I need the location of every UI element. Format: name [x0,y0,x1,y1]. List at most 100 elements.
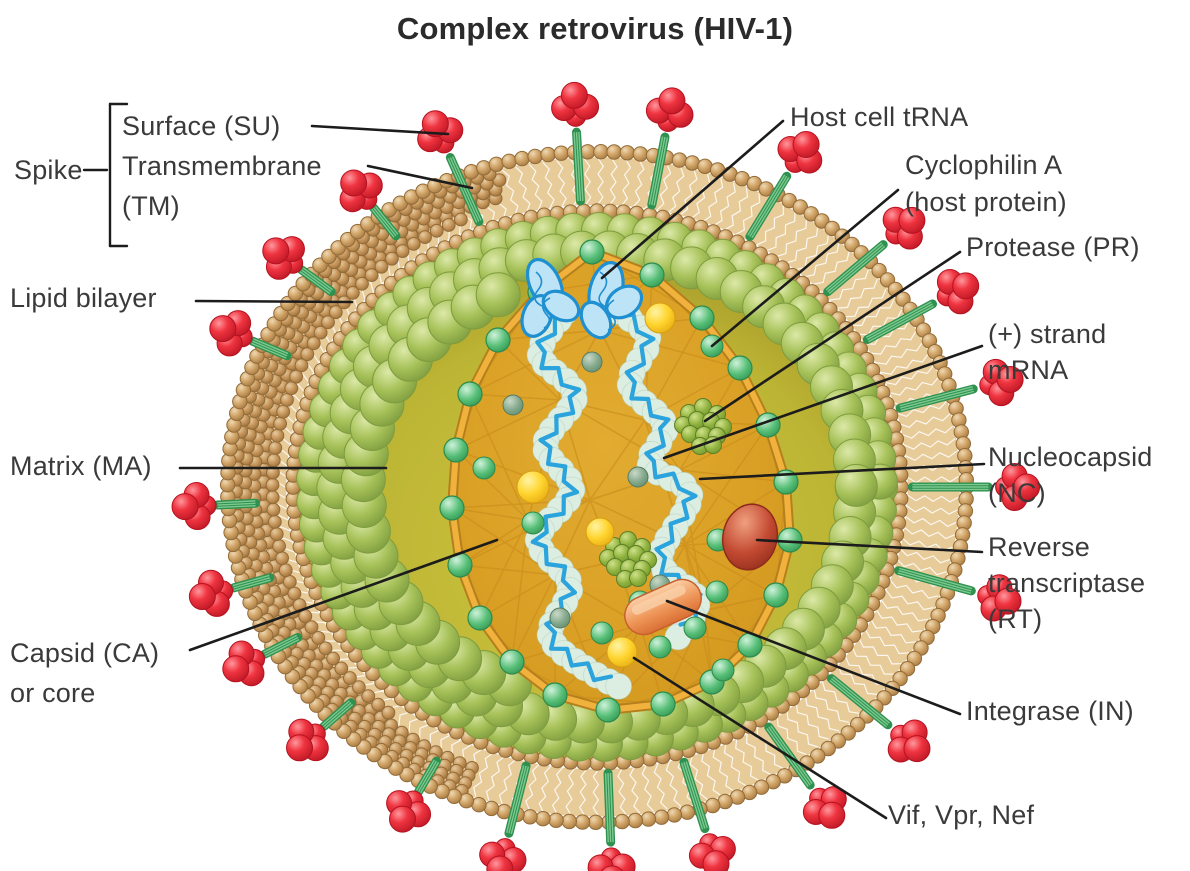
spike [286,698,356,762]
leader-line [703,250,962,423]
spike-knob [188,569,234,617]
spike [171,482,260,531]
label-transcriptase: transcriptase [988,568,1146,598]
spike-knob [688,833,736,871]
small-protein-sphere [590,621,614,645]
spike-knob [887,719,931,763]
spike-knob [479,838,527,871]
small-protein-sphere [705,580,729,604]
spike [339,169,401,241]
small-protein-sphere-gray [549,607,571,629]
spike-knob [339,169,383,213]
membrane-outer-bead-sheet [229,167,507,798]
label-capsid-core: or core [10,678,96,708]
small-protein-sphere [521,511,545,535]
spike [386,756,441,833]
leader-line [698,462,986,481]
spike-knob [936,268,980,315]
accessory-protein-sphere [516,470,550,504]
spike-knob [977,574,1022,622]
small-protein-sphere [683,616,707,640]
label-reverse: Reverse [988,532,1090,562]
leader-line [194,299,354,304]
label-transmembrane: Transmembrane [122,151,322,181]
small-protein-sphere [711,658,735,682]
capsid-contents [472,257,779,700]
spike [745,131,823,242]
spike-knob [286,718,329,762]
spike-knob [882,206,926,250]
leader-line [366,164,474,190]
label-cyclophilin-a: Cyclophilin A [905,150,1063,180]
spike-knob [222,640,266,687]
spike-knob [995,463,1041,511]
spike [645,87,694,210]
label-mrna: mRNA [988,355,1069,385]
small-protein-sphere-gray [581,351,603,373]
spike [895,358,1024,413]
reverse-transcriptase-blob [721,503,779,571]
spike-knob [979,358,1024,407]
label-integrase-in: Integrase (IN) [966,696,1134,726]
leader-line [755,538,984,554]
leader-line [662,344,984,460]
accessory-protein-sphere [606,636,638,668]
protease-cluster-2 [599,531,657,588]
label-surface-su: Surface (SU) [122,111,281,141]
spike [188,569,275,617]
spike [823,206,926,297]
spike-bracket [82,102,129,248]
label-vif-vpr-nef: Vif, Vpr, Nef [888,800,1035,830]
envelope-spikes [171,81,1041,871]
spike-knob [386,790,432,833]
integrase-capsule [624,578,702,636]
label-matrix-ma: Matrix (MA) [10,451,152,481]
label-lipid-bilayer: Lipid bilayer [10,283,157,313]
label-host-trna: Host cell tRNA [790,102,969,132]
spike-knob [262,236,305,280]
leader-line [710,188,900,348]
spike [551,81,600,206]
spike [826,674,931,763]
accessory-protein-sphere [585,517,615,547]
protease-cluster-1 [674,398,732,455]
spike [907,463,1041,511]
label-tm-abbrev: (TM) [122,191,180,221]
label-host-protein: (host protein) [905,187,1067,217]
leader-line [310,124,450,136]
membrane-outer-beads [219,144,975,830]
spike-knob [551,81,600,127]
spike-knob [171,482,217,531]
spike-knob [777,131,823,174]
spike-knob [645,87,694,132]
leader-line [632,656,888,820]
label-nucleocapsid: Nucleocapsid [988,442,1153,472]
spike [479,761,531,871]
spike [209,310,292,361]
spike-knob [587,847,636,871]
label-protease-pr: Protease (PR) [966,232,1140,262]
label-rt-abbrev: (RT) [988,604,1043,634]
spike [262,236,336,297]
spike-knob [209,310,253,357]
spike [862,268,980,345]
leader-lines [82,102,986,820]
small-protein-sphere-gray [502,394,524,416]
spike [587,768,636,871]
label-nc-abbrev: (NC) [988,478,1046,508]
host-trna-2 [579,261,644,340]
small-protein-sphere [648,635,672,659]
accessory-protein-sphere [644,302,676,334]
small-protein-sphere-gray [627,466,649,488]
leader-line [600,119,785,280]
small-protein-sphere [472,456,496,480]
spike [894,566,1022,622]
leader-line [665,599,962,716]
leader-line [188,538,499,652]
label-plus-strand: (+) strand [988,319,1107,349]
label-spike: Spike [14,155,83,185]
spike-knob [802,786,847,829]
host-trna-1 [520,257,581,338]
